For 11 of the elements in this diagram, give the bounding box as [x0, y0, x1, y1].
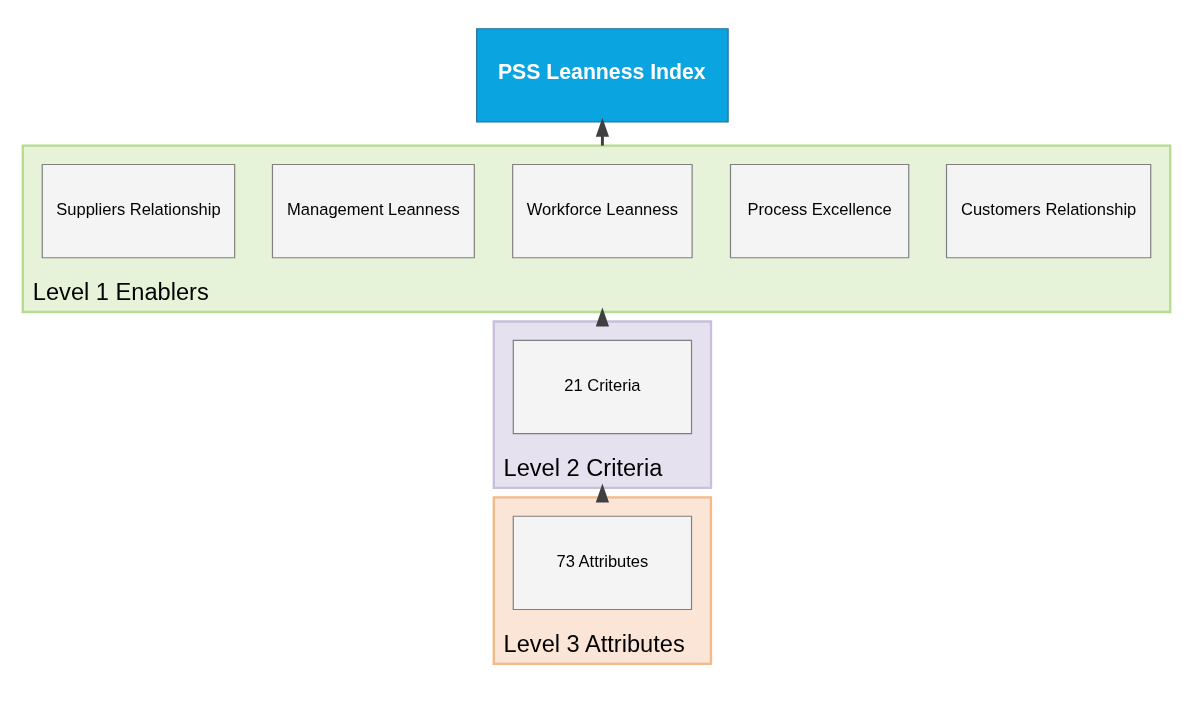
node-box: Customers Relationship: [945, 163, 1152, 259]
node-box: 73 Attributes: [512, 515, 693, 611]
arrow: [595, 117, 610, 146]
node-box: Management Leanness: [271, 163, 475, 259]
arrow: [595, 307, 610, 327]
arrow: [595, 483, 610, 503]
node-box: Workforce Leanness: [512, 163, 693, 259]
node-box: Process Excellence: [729, 163, 910, 259]
node-box: PSS Leanness Index: [476, 28, 729, 123]
node-box: Suppliers Relationship: [41, 163, 236, 259]
node-box: 21 Criteria: [512, 339, 693, 435]
